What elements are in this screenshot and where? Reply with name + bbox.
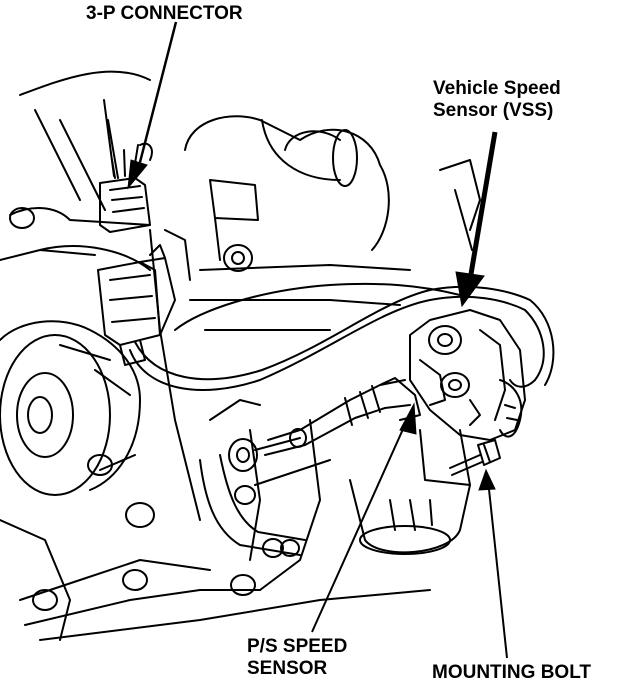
engine-block	[0, 70, 481, 641]
vss-leader	[467, 131, 498, 281]
oil-filter	[349, 429, 471, 555]
label-vss-line1: Vehicle Speed	[433, 78, 561, 99]
label-ps-speed-sensor: P/S SPEED SENSOR	[247, 636, 347, 680]
connector-arrowhead	[127, 159, 148, 190]
vss-arrowhead	[455, 271, 485, 308]
pipe-routing	[199, 399, 306, 556]
connector-lower	[97, 244, 176, 366]
bolt-arrowhead	[478, 468, 496, 491]
crank-pulley	[0, 207, 155, 611]
connector-leader	[136, 21, 178, 171]
mounting-bolt	[449, 439, 501, 476]
ps-arrowhead	[399, 402, 417, 435]
wiring-harness	[129, 282, 555, 391]
ps-leader	[311, 417, 409, 633]
vss-body	[409, 309, 526, 441]
label-vss: Vehicle Speed Sensor (VSS)	[433, 78, 561, 122]
bolt-leader	[487, 479, 508, 659]
label-ps-line2: SENSOR	[247, 658, 328, 679]
label-mounting-bolt: MOUNTING BOLT	[432, 662, 592, 683]
label-vss-line2: Sensor (VSS)	[433, 100, 554, 121]
label-ps-line1: P/S SPEED	[247, 636, 348, 657]
ps-sensor-shaft	[264, 377, 421, 456]
leader-lines	[127, 21, 508, 659]
label-3p-connector: 3-P CONNECTOR	[86, 3, 243, 24]
sensor-hole	[228, 437, 331, 486]
